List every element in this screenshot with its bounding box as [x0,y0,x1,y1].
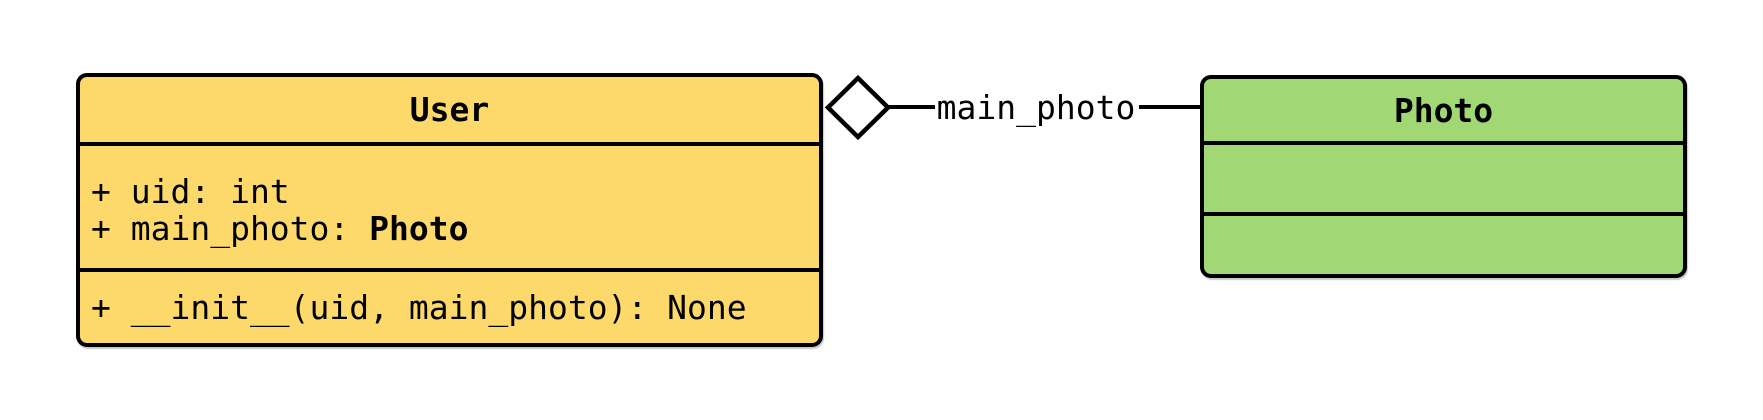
user-methods-compartment: + __init__(uid, main_photo): None [80,268,819,343]
attribute-text: + uid: int [91,172,290,211]
aggregation-diamond-icon [824,74,892,141]
method-text: + __init__(uid, main_photo): None [91,288,747,327]
connector-line-right [1139,105,1204,109]
attribute-type-bold: Photo [369,209,469,248]
attribute-row-uid: + uid: int [91,173,819,210]
method-row-init: + __init__(uid, main_photo): None [91,289,819,326]
attribute-row-main-photo: + main_photo: Photo [91,210,819,247]
relationship-label: main_photo [936,88,1136,127]
class-title-photo: Photo [1204,79,1683,141]
user-attributes-compartment: + uid: int + main_photo: Photo [80,142,819,268]
class-box-user: User + uid: int + main_photo: Photo + __… [76,73,823,347]
photo-methods-compartment [1204,212,1683,274]
class-box-photo: Photo [1200,75,1687,278]
photo-attributes-compartment [1204,141,1683,212]
class-title-user: User [80,77,819,142]
class-title-user-label: User [409,90,490,129]
class-title-photo-label: Photo [1393,90,1494,130]
connector-line-left [885,105,935,109]
attribute-text: + main_photo: [91,209,370,248]
